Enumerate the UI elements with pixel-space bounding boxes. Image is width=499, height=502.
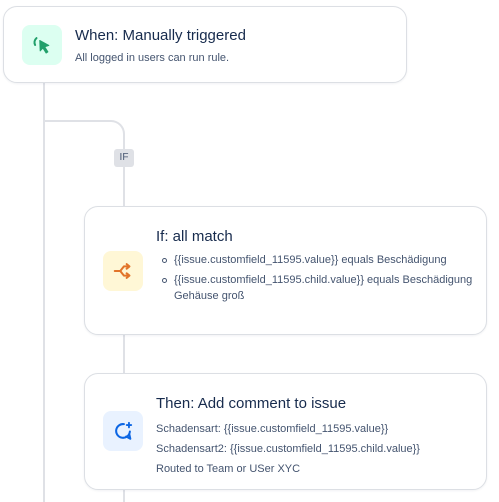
trigger-card[interactable]: When: Manually triggered All logged in u… [3,6,407,83]
connector-line-branch [123,490,125,502]
action-title: Then: Add comment to issue [156,395,347,412]
condition-item: {{issue.customfield_11595.child.value}} … [162,272,494,304]
connector-line-main [43,82,45,502]
condition-item: {{issue.customfield_11595.value}} equals… [162,252,494,268]
comment-add-icon [103,411,143,451]
cursor-click-icon [22,25,62,65]
connector-line-branch [123,334,125,374]
branch-arrows-icon [103,251,143,291]
condition-list: {{issue.customfield_11595.value}} equals… [156,252,494,308]
connector-line-branch [123,160,125,206]
if-badge: IF [114,149,134,167]
action-line: Schadensart: {{issue.customfield_11595.v… [156,423,389,435]
action-details: Schadensart: {{issue.customfield_11595.v… [156,419,420,479]
trigger-subtitle: All logged in users can run rule. [75,52,230,64]
action-line: Schadensart2: {{issue.customfield_11595.… [156,443,420,455]
action-line: Routed to Team or USer XYC [156,463,301,475]
condition-card[interactable]: If: all match {{issue.customfield_11595.… [84,206,487,335]
connector-branch-curve [43,120,125,160]
condition-title: If: all match [156,228,233,245]
action-card[interactable]: Then: Add comment to issue Schadensart: … [84,373,487,490]
trigger-title: When: Manually triggered [75,27,246,44]
